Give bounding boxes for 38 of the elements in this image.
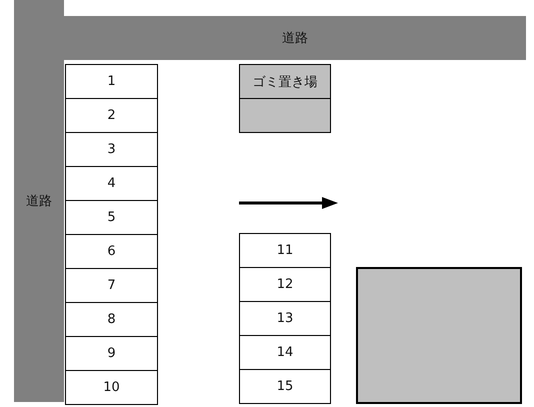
road-label: 道路	[26, 193, 52, 210]
parking-space	[239, 369, 331, 404]
space-label: 13	[276, 311, 294, 326]
space-label: 12	[276, 277, 294, 292]
space-label: 9	[107, 346, 116, 361]
parking-space	[65, 336, 158, 371]
parking-space	[65, 370, 158, 405]
area-box	[239, 64, 331, 99]
parking-space	[239, 233, 331, 268]
space-label: 14	[276, 345, 294, 360]
parking-space	[65, 200, 158, 235]
parking-space	[65, 132, 158, 167]
space-label: 3	[107, 142, 116, 157]
road-label: 道路	[282, 30, 308, 47]
parking-space	[239, 301, 331, 336]
parking-space	[65, 234, 158, 269]
parking-space	[65, 98, 158, 133]
space-label: 5	[107, 210, 116, 225]
road-band	[14, 0, 64, 402]
road-band	[64, 16, 526, 60]
space-label: 8	[107, 312, 116, 327]
empty-box	[239, 98, 331, 133]
parking-space	[65, 64, 158, 99]
space-label: ゴミ置き場	[252, 74, 318, 90]
empty-box	[356, 267, 522, 404]
parking-space	[65, 302, 158, 337]
space-label: 15	[276, 379, 294, 394]
space-label: 7	[107, 278, 116, 293]
parking-space	[239, 267, 331, 302]
parking-space	[65, 166, 158, 201]
space-label: 1	[107, 74, 116, 89]
parking-space	[65, 268, 158, 303]
space-label: 6	[107, 244, 116, 259]
parking-space	[239, 335, 331, 370]
space-label: 10	[103, 380, 120, 395]
space-label: 2	[107, 108, 116, 123]
space-label: 4	[107, 176, 116, 191]
space-label: 11	[276, 243, 294, 258]
